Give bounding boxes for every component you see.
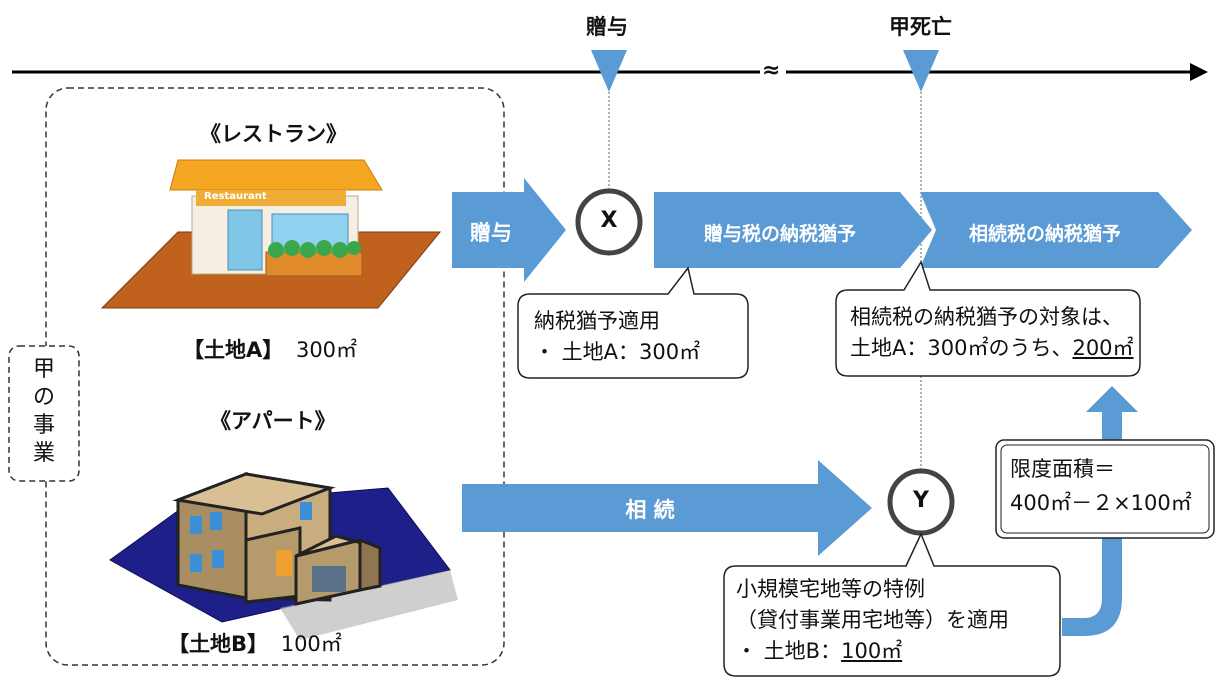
gift-event-marker: [591, 50, 627, 92]
business-label-char: の: [32, 385, 55, 410]
deferral-applied-line1: 納税猶予適用: [534, 309, 660, 333]
inheritance-arrow-label: 相 続: [625, 498, 675, 522]
deferral-target-line2: 土地A：300㎡のうち、200㎡: [850, 333, 1134, 364]
land-b-label: 【土地B】 100㎡: [168, 628, 342, 658]
business-label-box: [8, 345, 80, 482]
deferral-target-line2-value: 200㎡: [1072, 336, 1134, 360]
callout-deferral-target: 相続税の納税猶予の対象は、 土地A：300㎡のうち、200㎡: [850, 302, 1134, 364]
special-line1: 小規模宅地等の特例: [736, 577, 925, 601]
timeline-death-label: 甲死亡: [889, 15, 952, 39]
land-a-label: 【土地A】 300㎡: [183, 334, 357, 364]
deferral-target-line2-prefix: 土地A：300㎡のうち、: [850, 336, 1073, 360]
timeline-gift-label: 贈与: [586, 15, 628, 39]
timeline-break-mark: ≈: [762, 58, 781, 83]
limit-line2: 400㎡－２×100㎡: [1010, 491, 1192, 515]
inheritance-tax-deferral-label: 相続税の納税猶予: [968, 223, 1121, 245]
limit-box-inner: [1000, 444, 1210, 534]
apartment-title: 《アパート》: [210, 409, 336, 433]
gift-tax-deferral-label: 贈与税の納税猶予: [703, 223, 856, 245]
inheritance-tax-deferral-arrow: [920, 192, 1192, 268]
special-line3-value: 100㎡: [841, 639, 903, 663]
gift-arrow: [452, 178, 566, 282]
restaurant-title: 《レストラン》: [200, 122, 347, 146]
callout-deferral-applied-shape: [517, 266, 749, 379]
inheritance-arrow: [462, 460, 872, 556]
land-a-name: 【土地A】: [183, 338, 284, 362]
business-label-char: 事: [32, 413, 55, 438]
special-line2: （貸付事業用宅地等）を適用: [736, 608, 1009, 632]
circle-x-label: X: [600, 208, 618, 233]
death-event-marker: [903, 50, 939, 92]
restaurant-sign: Restaurant: [204, 191, 267, 202]
special-line3-prefix: ・ 土地B：: [736, 639, 842, 663]
callout-small-land-special: 小規模宅地等の特例 （貸付事業用宅地等）を適用 ・ 土地B：100㎡: [736, 574, 1009, 667]
deferral-applied-line2: ・ 土地A：300㎡: [534, 340, 701, 364]
callout-deferral-applied: 納税猶予適用 ・ 土地A：300㎡: [534, 306, 700, 368]
business-label-char: 甲: [32, 357, 55, 382]
special-line3: ・ 土地B：100㎡: [736, 636, 1009, 667]
gift-tax-deferral-arrow: [654, 192, 932, 268]
timeline-arrowhead: [1190, 63, 1208, 81]
apartment-illustration: [109, 471, 458, 640]
land-b-name: 【土地B】: [168, 632, 269, 656]
restaurant-illustration: [100, 159, 442, 309]
land-b-area: 100㎡: [280, 632, 342, 656]
circle-y-label: Y: [913, 488, 929, 513]
business-label: 甲 の 事 業: [29, 356, 59, 468]
gift-arrow-label: 贈与: [470, 221, 512, 245]
callout-target-shape: [835, 260, 1141, 377]
limit-area-box: 限度面積＝ 400㎡－２×100㎡: [1010, 452, 1192, 520]
limit-line1: 限度面積＝: [1010, 457, 1115, 481]
circle-x: [575, 188, 643, 256]
deferral-target-line1: 相続税の納税猶予の対象は、: [850, 305, 1123, 329]
callout-special-shape: [723, 532, 1061, 677]
land-a-area: 300㎡: [295, 338, 358, 362]
business-label-char: 業: [32, 441, 55, 466]
limit-box-outer: [995, 439, 1215, 539]
